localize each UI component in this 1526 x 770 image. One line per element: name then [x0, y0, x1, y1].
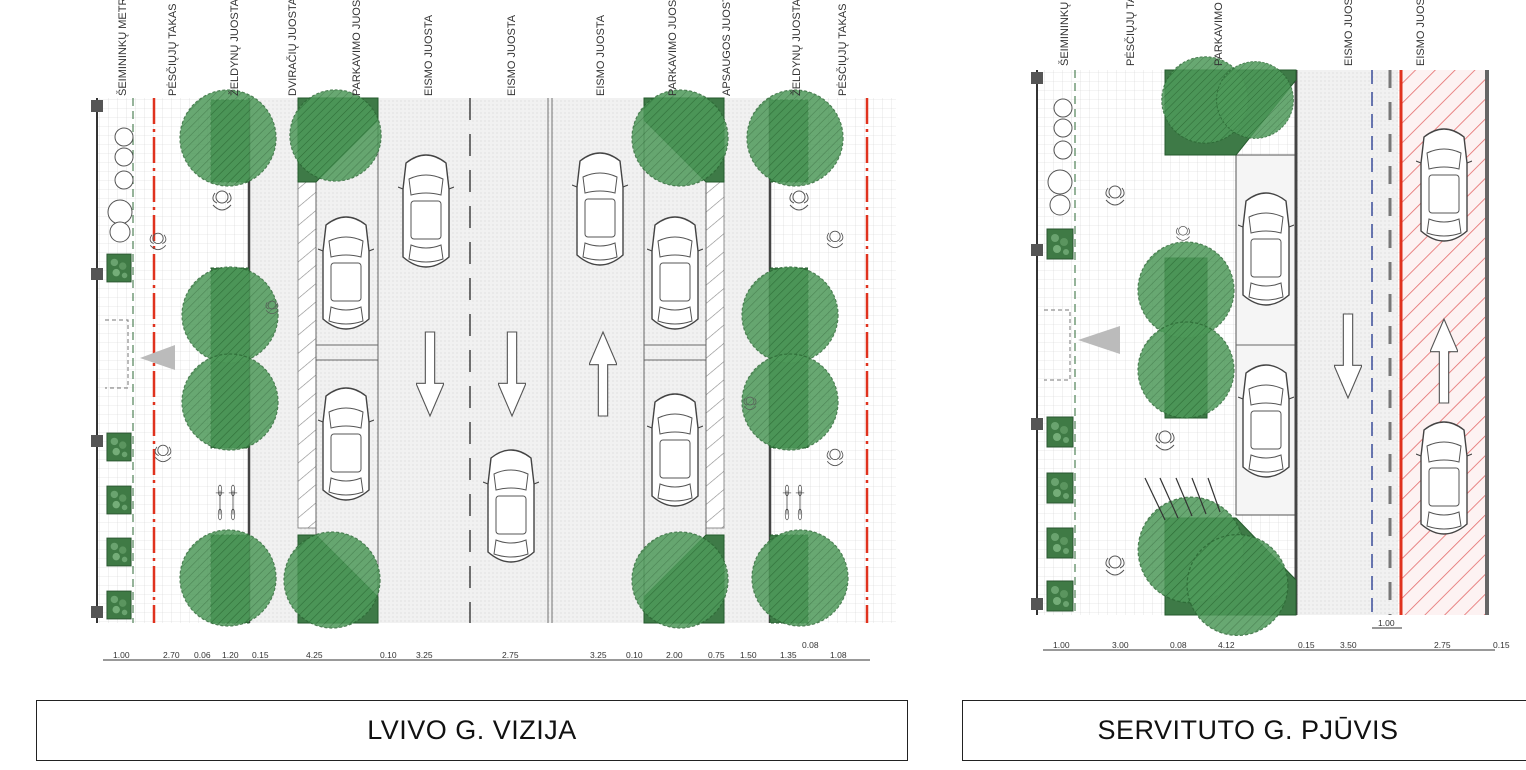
- left-label-dviraciu-1: DVIRAČIŲ JUOSTA APSAUGOS JUOSTA: [286, 0, 299, 96]
- left-dim: 2.75: [502, 650, 519, 660]
- left-dimensions: 1.00 2.70 0.06 1.20 0.15 4.25 0.10 3.25 …: [113, 640, 847, 660]
- left-dim: 1.00: [113, 650, 130, 660]
- right-dim: 2.75: [1434, 640, 1451, 650]
- right-dim: 0.15: [1298, 640, 1315, 650]
- left-dim: 2.70: [163, 650, 180, 660]
- left-section-plan: [91, 89, 896, 661]
- right-section-title: SERVITUTO G. PJŪVIS: [962, 700, 1526, 761]
- right-zone-labels: ŠEIMININKŲ METRAS PĖSČIŲJŲ TAKAS PARKAVI…: [1058, 0, 1427, 66]
- left-dim: 0.75: [708, 650, 725, 660]
- left-label-zeldynu-1: ŽELDYNŲ JUOSTA: [228, 0, 241, 96]
- left-label-zeldynu-2: ŽELDYNŲ JUOSTA: [790, 0, 803, 96]
- left-section-title: LVIVO G. VIZIJA: [36, 700, 908, 761]
- right-label-eismo-1: EISMO JUOSTA: [1343, 0, 1355, 66]
- right-label-parkavimo: PARKAVIMO JUOSTA/ ŽELDYNAI: [1212, 0, 1225, 66]
- left-dim: 1.08: [830, 650, 847, 660]
- right-dim: 3.00: [1112, 640, 1129, 650]
- left-dim: 1.35: [780, 650, 797, 660]
- left-label-apsaugos-2: APSAUGOS JUOSTA DVIRAČIŲ JUOSTA: [720, 0, 733, 96]
- right-dim: 0.08: [1170, 640, 1187, 650]
- left-dim: 3.25: [416, 650, 433, 660]
- left-dim: 3.25: [590, 650, 607, 660]
- left-dim: 4.25: [306, 650, 323, 660]
- left-label-parkavimo-1: PARKAVIMO JUOSTA/ ŽELDYNAI: [350, 0, 363, 96]
- left-zone-labels: ŠEIMININKŲ METRAS PĖSČIŲJŲ TAKAS ŽELDYNŲ…: [116, 0, 849, 96]
- right-dimensions: 1.00 3.00 0.08 4.12 0.15 3.50 1.00 2.75 …: [1053, 618, 1510, 650]
- right-dim: 0.15: [1493, 640, 1510, 650]
- left-label-pesciuju-1: PĖSČIŲJŲ TAKAS: [166, 3, 179, 96]
- left-label-eismo-2: EISMO JUOSTA: [506, 14, 518, 96]
- left-dim: 1.20: [222, 650, 239, 660]
- left-dim: 0.10: [380, 650, 397, 660]
- left-label-eismo-3: EISMO JUOSTA: [595, 14, 607, 96]
- left-dim: 0.15: [252, 650, 269, 660]
- right-dim: 1.00: [1378, 618, 1395, 628]
- left-dim: 0.08: [802, 640, 819, 650]
- left-dim: 0.10: [626, 650, 643, 660]
- right-label-pesciuju: PĖSČIŲJŲ TAKAS: [1124, 0, 1137, 66]
- left-dim: 2.00: [666, 650, 683, 660]
- left-label-pesciuju-2: PĖSČIŲJŲ TAKAS: [836, 3, 849, 96]
- right-dim: 3.50: [1340, 640, 1357, 650]
- right-label-eismo-2: EISMO JUOSTA ĮRENGIAMA VALSTYBINĖJE ŽEMĖ…: [1414, 0, 1427, 66]
- left-label-eismo-1: EISMO JUOSTA: [423, 14, 435, 96]
- left-dim: 1.50: [740, 650, 757, 660]
- right-label-seimininku: ŠEIMININKŲ METRAS: [1058, 0, 1071, 66]
- left-dim: 0.06: [194, 650, 211, 660]
- left-label-parkavimo-2: PARKAVIMO JUOSTA/ ŽELDYNAI: [666, 0, 679, 96]
- right-dim: 1.00: [1053, 640, 1070, 650]
- right-section-plan: [1031, 56, 1495, 651]
- left-label-seimininku: ŠEIMININKŲ METRAS: [116, 0, 129, 96]
- right-dim: 4.12: [1218, 640, 1235, 650]
